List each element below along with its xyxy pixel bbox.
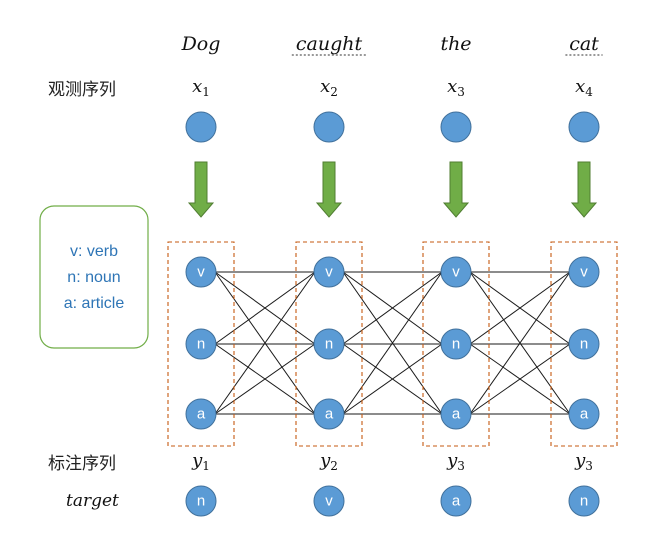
node-circle <box>568 398 600 430</box>
state-node-v: v <box>185 256 217 288</box>
node-circle <box>440 485 472 517</box>
transition-edge <box>342 343 443 415</box>
legend-border <box>39 205 149 349</box>
legend-entry: v: verb <box>70 243 118 260</box>
transition-edge <box>214 271 316 345</box>
node-circle <box>440 398 472 430</box>
node-label: v <box>325 493 333 510</box>
node-label: n <box>325 336 333 353</box>
node-label: v <box>197 264 205 281</box>
observation-variable: x1 <box>192 76 210 99</box>
word-token: cat <box>569 33 599 55</box>
label-sequence-label: 标注序列 <box>48 454 116 474</box>
node-label: a <box>452 493 461 510</box>
transition-edge <box>342 271 443 345</box>
observation-node <box>440 111 472 143</box>
state-group-box <box>167 241 235 447</box>
state-group-box <box>422 241 490 447</box>
node-label: n <box>197 336 205 353</box>
target-label: target <box>66 491 119 511</box>
transition-edges <box>214 271 571 415</box>
node-circle <box>185 485 217 517</box>
word-token: caught <box>296 33 363 55</box>
transition-edge <box>342 271 443 415</box>
state-node-a: a <box>440 398 472 430</box>
node-circle <box>313 256 345 288</box>
target-node: v <box>313 485 345 517</box>
emission-arrows <box>187 161 598 218</box>
node-label: n <box>580 493 588 510</box>
label-variable: y1 <box>191 450 210 473</box>
state-group-boxes <box>167 241 618 447</box>
transition-edge <box>214 271 316 415</box>
node-circle <box>185 328 217 360</box>
state-node-a: a <box>568 398 600 430</box>
label-variable: y2 <box>319 450 338 473</box>
node-circle <box>440 256 472 288</box>
node-label: a <box>197 406 206 423</box>
node-circle <box>313 398 345 430</box>
node-circle <box>185 398 217 430</box>
observation-node <box>568 111 600 143</box>
transition-edge <box>469 343 571 415</box>
down-arrow-icon <box>187 161 215 218</box>
state-node-n: n <box>313 328 345 360</box>
node-circle <box>185 256 217 288</box>
node-circle <box>440 328 472 360</box>
node-label: n <box>580 336 588 353</box>
target-node: n <box>185 485 217 517</box>
node-label: v <box>325 264 333 281</box>
node-label: v <box>452 264 460 281</box>
node-circle <box>568 485 600 517</box>
state-node-v: v <box>440 256 472 288</box>
legend-entry: a: article <box>64 295 125 312</box>
state-node-n: n <box>440 328 472 360</box>
transition-edge <box>469 271 571 345</box>
observation-variable: x4 <box>575 76 593 99</box>
node-circle <box>313 328 345 360</box>
transition-edge <box>214 343 316 415</box>
state-node-n: n <box>185 328 217 360</box>
target-node: n <box>568 485 600 517</box>
node-circle <box>313 485 345 517</box>
legend-box: v: verb n: noun a: article <box>39 205 149 349</box>
state-node-a: a <box>313 398 345 430</box>
state-node-a: a <box>185 398 217 430</box>
state-group-box <box>550 241 618 447</box>
node-label: a <box>325 406 334 423</box>
node-label: v <box>580 264 588 281</box>
observation-node <box>313 111 345 143</box>
label-variable: y3 <box>446 450 465 473</box>
state-node-n: n <box>568 328 600 360</box>
texts-layer: 观测序列 标注序列 target Dog caught the cat x1 x2 x3 x4… <box>48 33 603 511</box>
node-label: n <box>197 493 205 510</box>
state-group-box <box>295 241 363 447</box>
legend-entry: n: noun <box>67 269 120 286</box>
down-arrow-icon <box>442 161 470 218</box>
state-node-v: v <box>568 256 600 288</box>
observation-variable: x3 <box>447 76 465 99</box>
word-token: the <box>440 33 471 55</box>
state-node-v: v <box>313 256 345 288</box>
label-variable: y3 <box>574 450 593 473</box>
observation-variable: x2 <box>320 76 338 99</box>
node-circle <box>568 328 600 360</box>
node-label: a <box>452 406 461 423</box>
observation-sequence-label: 观测序列 <box>48 80 116 100</box>
nodes-layer: v n a v n a v n a v n a n v a n <box>185 111 600 517</box>
word-token: Dog <box>181 33 221 55</box>
down-arrow-icon <box>315 161 343 218</box>
down-arrow-icon <box>570 161 598 218</box>
node-label: a <box>580 406 589 423</box>
target-node: a <box>440 485 472 517</box>
transition-edge <box>469 271 571 415</box>
observation-node <box>185 111 217 143</box>
node-label: n <box>452 336 460 353</box>
node-circle <box>568 256 600 288</box>
